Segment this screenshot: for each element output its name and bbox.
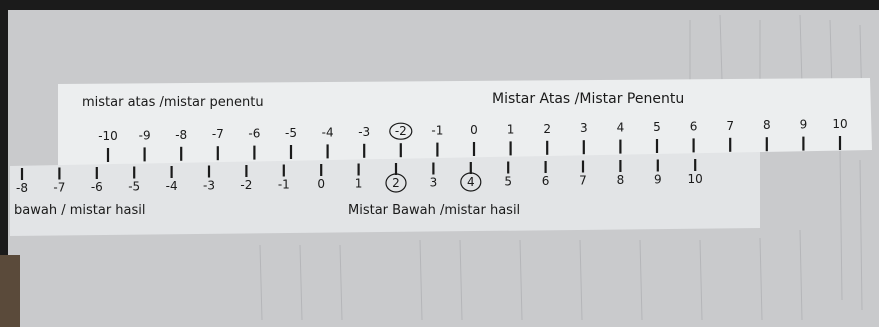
- top-ruler-number: 3: [580, 121, 588, 135]
- top-ruler-number: -4: [322, 125, 334, 139]
- bottom-ruler-number: -8: [16, 181, 28, 195]
- top-ruler-number: 1: [507, 122, 515, 136]
- top-ruler-number: -8: [175, 128, 187, 142]
- top-ruler-number: -6: [248, 127, 260, 141]
- bottom-ruler-label-left: bawah / mistar hasil: [14, 203, 146, 218]
- top-ruler-number: -10: [98, 129, 118, 143]
- bottom-ruler-number: 1: [355, 177, 363, 191]
- top-ruler-number: -7: [212, 127, 224, 141]
- top-ruler-number: 4: [617, 121, 625, 135]
- circle-mark: [385, 173, 407, 193]
- bottom-ruler-numbers: -8 -7 -6 -5 -4 -3 -2 -1 0 1 2 3 4 5 6 7 8 9 10: [16, 172, 703, 195]
- bottom-ruler-label-right: Mistar Bawah /mistar hasil: [348, 203, 520, 218]
- top-ruler-number: 10: [832, 117, 847, 131]
- bottom-ruler-number: 8: [617, 173, 625, 187]
- page-edge-shadow: [0, 0, 879, 10]
- bottom-ruler-number: 5: [504, 175, 512, 189]
- bottom-ruler-number: -4: [166, 179, 178, 193]
- faint-background-text: [259, 14, 863, 321]
- top-ruler-number: 2: [543, 122, 551, 136]
- bottom-ruler-number: -5: [128, 180, 140, 194]
- bottom-ruler-number: 0: [317, 177, 325, 191]
- top-ruler-number: -5: [285, 126, 297, 140]
- top-ruler-number: -9: [139, 128, 151, 142]
- top-ruler-number: -1: [431, 124, 443, 138]
- circle-mark: [389, 122, 413, 140]
- bottom-ruler-number: 3: [430, 176, 438, 190]
- bottom-ruler-number: 6: [542, 174, 550, 188]
- bottom-ruler-number: -7: [53, 181, 65, 195]
- bottom-ruler-number: -3: [203, 179, 215, 193]
- top-ruler-number: 7: [726, 119, 734, 133]
- bottom-ruler-number: 2: [392, 176, 400, 190]
- top-ruler-number: 5: [653, 120, 661, 134]
- bottom-ruler-number: -2: [240, 178, 252, 192]
- top-ruler-label-left: mistar atas /mistar penentu: [82, 95, 264, 110]
- bottom-ruler-strip: [10, 152, 760, 236]
- circle-mark: [460, 172, 482, 192]
- top-ruler-number: 9: [800, 118, 808, 132]
- bottom-ruler-number: 9: [654, 173, 662, 187]
- bottom-ruler-number: 10: [688, 172, 703, 186]
- bottom-ruler-ticks: [20, 159, 697, 180]
- top-ruler-number: 6: [690, 119, 698, 133]
- top-ruler-number: 8: [763, 118, 771, 132]
- top-ruler-number: -3: [358, 125, 370, 139]
- top-ruler-number: 0: [470, 123, 478, 137]
- top-ruler-strip: [58, 78, 872, 172]
- bottom-ruler-number: -1: [278, 178, 290, 192]
- bottom-ruler-number: -6: [91, 180, 103, 194]
- top-ruler-number: -2: [395, 124, 407, 138]
- bottom-ruler-number: 4: [467, 175, 475, 189]
- top-ruler-label-right: Mistar Atas /Mistar Penentu: [492, 91, 684, 107]
- bottom-ruler-number: 7: [579, 174, 587, 188]
- bottom-left-shadow: [0, 255, 20, 327]
- top-ruler-ticks: [106, 136, 842, 162]
